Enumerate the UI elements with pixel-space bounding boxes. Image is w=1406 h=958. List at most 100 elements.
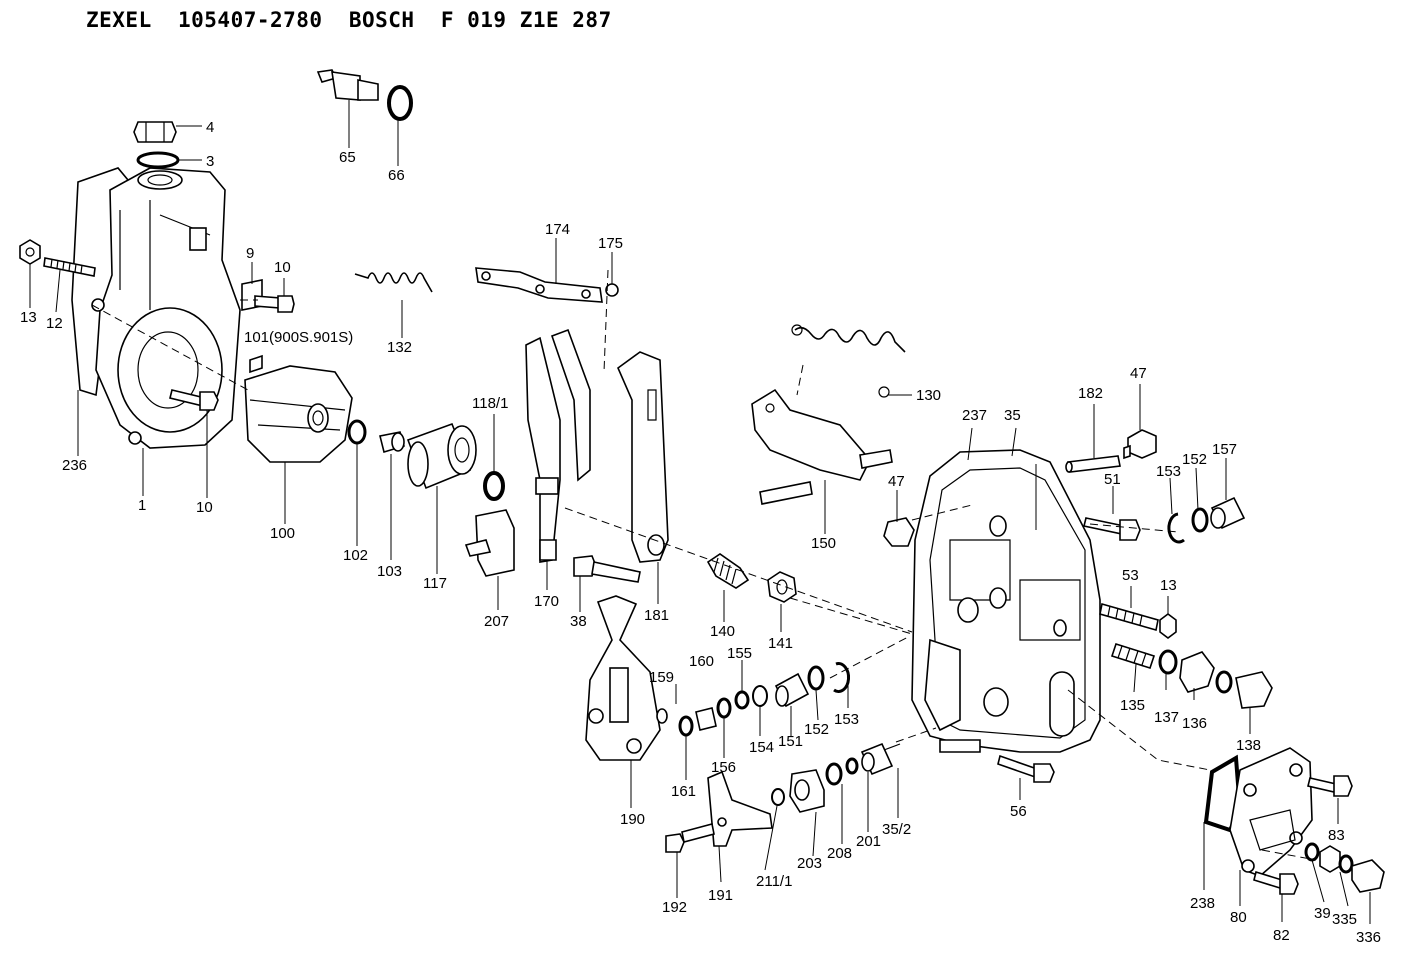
cap-138 bbox=[1235, 671, 1273, 709]
diagram-title: ZEXEL 105407-2780 BOSCH F 019 Z1E 287 bbox=[86, 8, 612, 32]
washer-102 bbox=[347, 419, 367, 445]
label-161: 161 bbox=[671, 783, 696, 800]
plug-4 bbox=[133, 121, 177, 143]
bolt-51 bbox=[1083, 517, 1141, 541]
label-35-2: 35/2 bbox=[882, 821, 911, 838]
washer-161 bbox=[678, 715, 694, 737]
washer-39 bbox=[1304, 842, 1320, 862]
label-9: 9 bbox=[246, 245, 254, 262]
label-175: 175 bbox=[598, 235, 623, 252]
label-118-1: 118/1 bbox=[472, 395, 508, 412]
label-101: 101(900S.901S) bbox=[244, 329, 353, 346]
label-155: 155 bbox=[727, 645, 752, 662]
label-160: 160 bbox=[689, 653, 714, 670]
o-ring-152-right bbox=[1191, 507, 1209, 533]
plug-35-2 bbox=[860, 742, 901, 776]
o-ring-152 bbox=[807, 665, 825, 691]
o-ring-201 bbox=[845, 757, 859, 775]
washer-211-1 bbox=[771, 788, 785, 806]
label-191: 191 bbox=[708, 887, 733, 904]
bolt-10-upper bbox=[254, 295, 295, 313]
lever-190 bbox=[585, 595, 661, 761]
label-53: 53 bbox=[1122, 567, 1139, 584]
label-12: 12 bbox=[46, 315, 63, 332]
lever-181 bbox=[617, 351, 669, 563]
stud-12 bbox=[43, 257, 96, 277]
stud-53 bbox=[1099, 602, 1159, 632]
label-47-upper: 47 bbox=[1130, 365, 1147, 382]
nut-13 bbox=[19, 239, 41, 265]
label-238: 238 bbox=[1190, 895, 1215, 912]
label-153-right: 153 bbox=[1156, 463, 1181, 480]
label-13: 13 bbox=[20, 309, 37, 326]
label-335: 335 bbox=[1332, 911, 1357, 928]
part-labels: 4 3 13 12 236 1 10 9 10 101(900S.901S) 6… bbox=[20, 119, 1381, 946]
bolt-83 bbox=[1307, 775, 1353, 797]
label-80: 80 bbox=[1230, 909, 1247, 926]
cover-80 bbox=[1229, 747, 1313, 877]
label-13-right: 13 bbox=[1160, 577, 1177, 594]
label-236: 236 bbox=[62, 457, 87, 474]
spring-132 bbox=[354, 272, 433, 293]
label-237: 237 bbox=[962, 407, 987, 424]
washer-137 bbox=[1158, 649, 1178, 675]
label-211-1: 211/1 bbox=[756, 873, 792, 890]
label-156: 156 bbox=[711, 759, 736, 776]
label-159: 159 bbox=[649, 669, 674, 686]
bolt-38 bbox=[573, 555, 641, 583]
nut-13-right bbox=[1159, 613, 1177, 639]
lever-150 bbox=[751, 388, 893, 505]
bolt-10-lower bbox=[169, 389, 219, 411]
spring-130 bbox=[791, 324, 906, 398]
label-66: 66 bbox=[388, 167, 405, 184]
label-192: 192 bbox=[662, 899, 687, 916]
label-137: 137 bbox=[1154, 709, 1179, 726]
washer-118-1 bbox=[483, 471, 505, 501]
lever-191 bbox=[707, 770, 773, 847]
label-103: 103 bbox=[377, 563, 402, 580]
label-10-upper: 10 bbox=[274, 259, 291, 276]
label-182: 182 bbox=[1078, 385, 1103, 402]
bolt-82 bbox=[1253, 870, 1299, 895]
label-140: 140 bbox=[710, 623, 735, 640]
plug-65 bbox=[316, 69, 379, 101]
bolt-56 bbox=[997, 754, 1055, 783]
washer-66 bbox=[387, 85, 413, 121]
label-83: 83 bbox=[1328, 827, 1345, 844]
label-10-lower: 10 bbox=[196, 499, 213, 516]
label-135: 135 bbox=[1120, 697, 1145, 714]
label-56: 56 bbox=[1010, 803, 1027, 820]
label-170: 170 bbox=[534, 593, 559, 610]
block-207 bbox=[464, 509, 515, 577]
label-190: 190 bbox=[620, 811, 645, 828]
cover-35 bbox=[911, 449, 1101, 753]
label-47-left: 47 bbox=[888, 473, 905, 490]
label-117: 117 bbox=[423, 575, 447, 592]
label-207: 207 bbox=[484, 613, 509, 630]
circlip-153-right bbox=[1167, 512, 1185, 544]
label-152-right: 152 bbox=[1182, 451, 1207, 468]
label-35: 35 bbox=[1004, 407, 1021, 424]
cap-203 bbox=[789, 769, 825, 813]
bolt-47-upper bbox=[1123, 429, 1157, 460]
label-51: 51 bbox=[1104, 471, 1121, 488]
nut-136 bbox=[1179, 651, 1215, 693]
label-1: 1 bbox=[138, 497, 146, 514]
flyweight-100 bbox=[244, 354, 353, 463]
pin-182 bbox=[1065, 455, 1121, 473]
washer-335 bbox=[1338, 854, 1354, 874]
label-141: 141 bbox=[768, 635, 793, 652]
label-132: 132 bbox=[387, 339, 412, 356]
lever-170 bbox=[525, 328, 591, 563]
screw-135 bbox=[1110, 643, 1156, 669]
label-136: 136 bbox=[1182, 715, 1207, 732]
label-3: 3 bbox=[206, 153, 214, 170]
bush-160 bbox=[695, 707, 717, 731]
label-203: 203 bbox=[797, 855, 822, 872]
assembly-lines bbox=[91, 269, 1317, 861]
bolt-192 bbox=[665, 823, 715, 853]
label-138: 138 bbox=[1236, 737, 1261, 754]
label-181: 181 bbox=[644, 607, 669, 624]
governor-housing-1 bbox=[91, 167, 241, 449]
